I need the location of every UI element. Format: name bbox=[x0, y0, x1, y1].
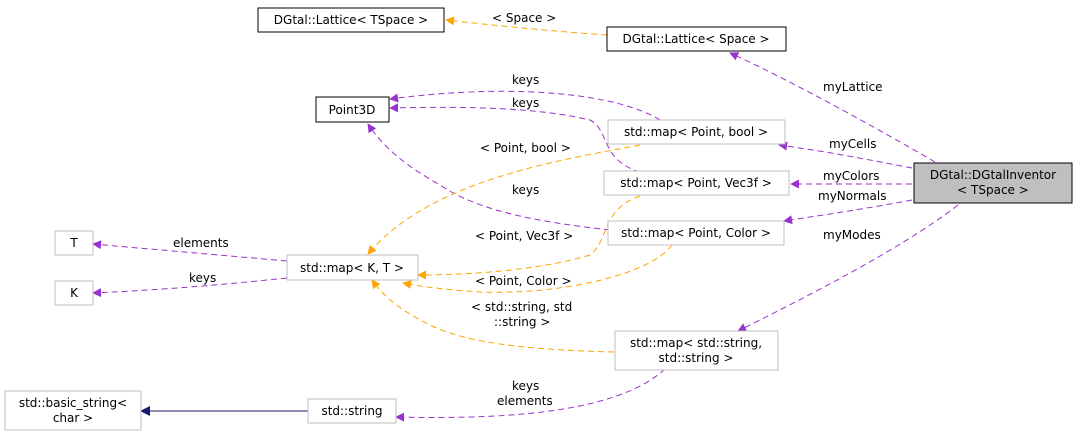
label-space: < Space > bbox=[492, 11, 556, 25]
node-dgtal-inventor[interactable]: DGtal::DGtalInventor < TSpace > bbox=[913, 162, 1073, 204]
edge-lattice-template bbox=[445, 16, 608, 36]
edge-template-color bbox=[402, 244, 673, 293]
node-map-bool[interactable]: std::map< Point, bool > bbox=[607, 119, 786, 145]
edge-template-string bbox=[371, 279, 615, 353]
node-lattice-space-label: DGtal::Lattice< Space > bbox=[622, 32, 769, 46]
edge-my-cells bbox=[778, 141, 913, 169]
node-point3d-label: Point3D bbox=[329, 103, 376, 117]
label-keys-vec3f: keys bbox=[512, 96, 539, 110]
node-t[interactable]: T bbox=[54, 230, 94, 256]
node-string[interactable]: std::string bbox=[307, 398, 397, 424]
label-my-modes: myModes bbox=[823, 228, 881, 242]
edge-elements-t bbox=[92, 240, 288, 262]
node-map-color-label: std::map< Point, Color > bbox=[621, 226, 771, 240]
label-string-string-2: ::string > bbox=[494, 315, 550, 329]
edge-template-vec3f bbox=[417, 195, 641, 280]
node-map-kt[interactable]: std::map< K, T > bbox=[286, 254, 419, 281]
node-map-vec3f-label: std::map< Point, Vec3f > bbox=[620, 176, 772, 190]
node-map-string-label-1: std::map< std::string, bbox=[630, 336, 762, 350]
node-map-string-label-2: std::string > bbox=[659, 351, 734, 365]
edge-string-keys-elements bbox=[395, 368, 666, 422]
node-basic-string-label-2: char > bbox=[53, 411, 93, 425]
node-basic-string[interactable]: std::basic_string< char > bbox=[4, 390, 142, 431]
label-my-colors: myColors bbox=[823, 169, 879, 183]
node-lattice-tspace[interactable]: DGtal::Lattice< TSpace > bbox=[257, 7, 445, 33]
label-keys-bool: keys bbox=[512, 73, 539, 87]
label-my-lattice: myLattice bbox=[823, 80, 883, 94]
node-map-string[interactable]: std::map< std::string, std::string > bbox=[614, 330, 779, 371]
node-map-bool-label: std::map< Point, bool > bbox=[624, 125, 768, 139]
node-basic-string-label-1: std::basic_string< bbox=[19, 396, 127, 410]
edge-my-lattice bbox=[729, 52, 936, 163]
label-elements-t: elements bbox=[173, 236, 229, 250]
edge-keys-bool bbox=[389, 90, 661, 121]
node-string-label: std::string bbox=[321, 404, 382, 418]
node-dgtal-inventor-label-1: DGtal::DGtalInventor bbox=[930, 168, 1056, 182]
node-lattice-space[interactable]: DGtal::Lattice< Space > bbox=[606, 26, 787, 52]
label-point-bool: < Point, bool > bbox=[480, 141, 571, 155]
node-map-vec3f[interactable]: std::map< Point, Vec3f > bbox=[603, 170, 790, 196]
edge-keys-k bbox=[92, 277, 288, 298]
edge-my-normals bbox=[783, 199, 913, 225]
label-point-color: < Point, Color > bbox=[475, 274, 572, 288]
node-point3d[interactable]: Point3D bbox=[315, 96, 390, 123]
node-t-label: T bbox=[69, 236, 78, 250]
node-map-kt-label: std::map< K, T > bbox=[300, 261, 404, 275]
edge-keys-color bbox=[367, 123, 611, 231]
node-lattice-tspace-label: DGtal::Lattice< TSpace > bbox=[274, 13, 428, 27]
node-k[interactable]: K bbox=[54, 280, 94, 306]
label-keys-k: keys bbox=[189, 271, 216, 285]
edge-template-bool bbox=[367, 144, 641, 255]
label-keys-color: keys bbox=[512, 183, 539, 197]
label-string-elements: elements bbox=[497, 394, 553, 408]
label-my-cells: myCells bbox=[829, 137, 876, 151]
node-map-color[interactable]: std::map< Point, Color > bbox=[607, 220, 785, 246]
edge-keys-vec3f bbox=[389, 103, 641, 173]
label-my-normals: myNormals bbox=[818, 189, 886, 203]
label-string-string-1: < std::string, std bbox=[471, 300, 572, 314]
label-point-vec3f: < Point, Vec3f > bbox=[475, 229, 573, 243]
node-k-label: K bbox=[70, 286, 79, 300]
label-string-keys: keys bbox=[512, 379, 539, 393]
node-dgtal-inventor-label-2: < TSpace > bbox=[957, 183, 1029, 197]
